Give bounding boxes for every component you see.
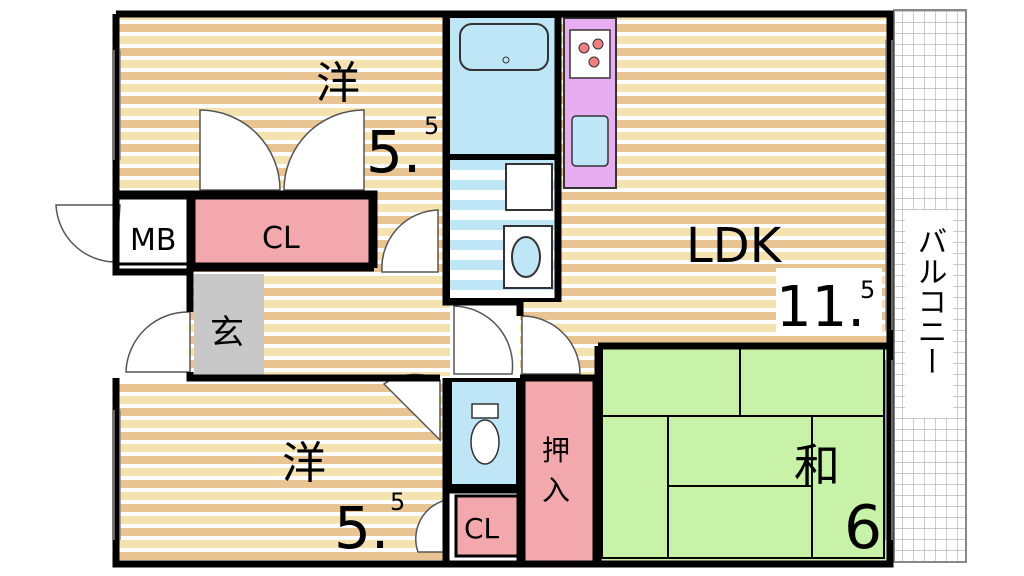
walls [112,10,894,568]
mb-label: MB [130,223,176,258]
closet-upper-area [192,196,372,266]
washing-machine-space [505,163,553,211]
stove-burner-2 [592,38,604,50]
washitsu-floor [598,344,888,562]
closet-upper-label: CL [262,221,300,256]
stove-burner-3 [588,56,600,68]
west-room-lower-label: 洋 [282,438,326,489]
stove-burner-1 [578,42,590,54]
washitsu-size: 6 [844,493,882,563]
west-room-upper-size-decimal: 5 [424,112,439,140]
washitsu-label: 和 [794,439,840,493]
ldk-size-bg [776,268,882,334]
windows [113,40,893,540]
genkan-area [194,274,264,376]
west-room-upper-size: 5. [366,118,421,186]
door-swings [55,109,581,553]
west-room-lower-floor [118,382,448,562]
oshiire-label-bottom: 入 [542,474,570,507]
ldk-label: LDK [686,218,783,274]
west-room-lower-size: 5. [334,494,389,562]
west-room-lower-size-decimal: 5 [390,488,405,516]
stove [569,29,611,79]
sink [571,115,609,167]
ldk-size: 11. [776,275,865,340]
toilet-tank [471,403,499,419]
oshiire-label-top: 押 [542,434,570,467]
west-room-upper-label: 洋 [316,58,360,109]
closet-lower-label: CL [464,512,500,545]
ldk-size-decimal: 5 [860,276,875,304]
oshiire-area [522,378,596,564]
closet-lower-area [454,494,520,558]
washbasin-bowl [511,236,541,278]
west-room-upper-floor [118,16,448,194]
genkan-label: 玄 [210,313,244,353]
toilet-bowl [470,419,500,465]
balcony-label-bg [905,210,953,418]
balcony-label: バルコニー [912,226,947,376]
bathtub [459,23,549,71]
bath-drain [502,56,510,64]
